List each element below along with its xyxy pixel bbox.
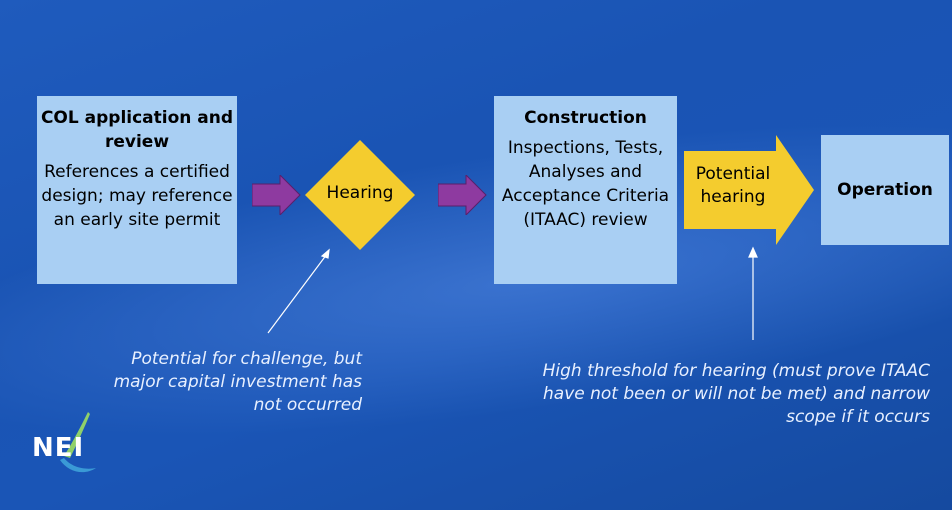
left-pointer-arrowhead xyxy=(320,248,330,259)
left-pointer-line xyxy=(267,253,328,334)
potential-hearing-label: Potential hearing xyxy=(695,164,771,207)
nei-logo: NEI xyxy=(32,412,96,473)
col-application-box: COL application and review References a … xyxy=(37,96,237,284)
col-application-body: References a certified design; may refer… xyxy=(41,162,233,230)
construction-body: Inspections, Tests, Analyses and Accepta… xyxy=(501,138,670,230)
purple-arrow-icon xyxy=(438,175,487,215)
right-pointer-arrowhead xyxy=(748,246,758,258)
nei-logo-text: NEI xyxy=(32,433,84,463)
operation-title: Operation xyxy=(837,180,933,200)
purple-arrow-icon xyxy=(252,175,301,215)
right-note: High threshold for hearing (must prove I… xyxy=(542,361,930,427)
operation-box: Operation xyxy=(821,135,949,245)
hearing-diamond xyxy=(305,140,415,250)
hearing-label: Hearing xyxy=(326,183,394,203)
construction-box: Construction Inspections, Tests, Analyse… xyxy=(494,96,677,284)
col-application-title: COL application and review xyxy=(40,108,234,152)
construction-title: Construction xyxy=(524,108,647,128)
left-note: Potential for challenge, but major capit… xyxy=(113,349,362,415)
potential-hearing-arrow xyxy=(684,135,814,245)
